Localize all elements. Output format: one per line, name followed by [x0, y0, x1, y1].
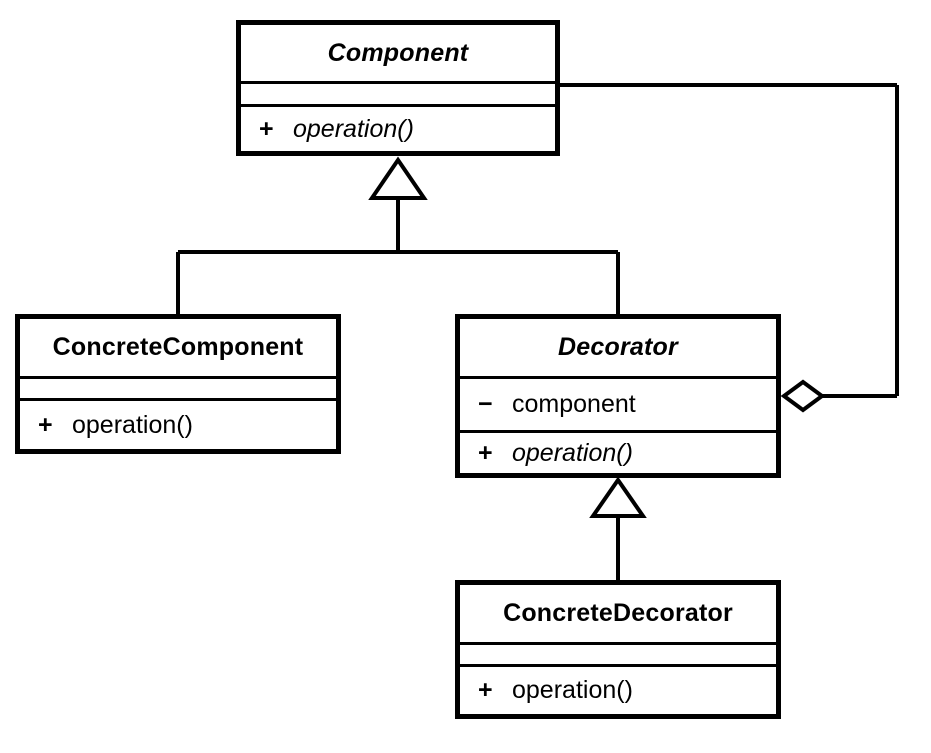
- hollow-triangle-arrowhead: [589, 476, 647, 518]
- class-name-compartment-concrete-component: ConcreteComponent: [20, 319, 336, 379]
- class-box-concrete-decorator[interactable]: ConcreteDecorator + operation(): [455, 580, 781, 719]
- operation-name: operation(): [512, 438, 633, 467]
- class-operations-compartment-concrete-decorator: + operation(): [460, 667, 776, 714]
- operation-visibility: +: [478, 676, 493, 704]
- class-operations-compartment-decorator: + operation(): [460, 433, 776, 473]
- operation-name: operation(): [512, 676, 633, 704]
- hollow-diamond-arrowhead: [780, 379, 826, 413]
- class-box-decorator[interactable]: Decorator − component + operation(): [455, 314, 781, 478]
- class-attributes-compartment-component: [241, 84, 555, 107]
- operation-row: + operation(): [241, 115, 555, 144]
- class-operations-compartment-component: + operation(): [241, 107, 555, 151]
- generalization-edge-to-component: [176, 156, 620, 316]
- class-attributes-compartment-concrete-decorator: [460, 645, 776, 667]
- class-name-compartment-decorator: Decorator: [460, 319, 776, 379]
- class-name-decorator: Decorator: [558, 333, 678, 361]
- class-name-component: Component: [327, 38, 469, 67]
- class-name-concrete-component: ConcreteComponent: [52, 333, 304, 361]
- operation-visibility: +: [478, 438, 493, 467]
- operation-row: + operation(): [460, 439, 776, 468]
- operation-visibility: +: [38, 410, 53, 439]
- class-box-component[interactable]: Component + operation(): [236, 20, 560, 156]
- class-operations-compartment-concrete-component: + operation(): [20, 401, 336, 449]
- class-name-concrete-decorator: ConcreteDecorator: [503, 599, 733, 627]
- generalization-edge-to-decorator: [589, 476, 647, 582]
- operation-visibility: +: [259, 114, 274, 143]
- operation-row: + operation(): [20, 411, 336, 440]
- hollow-triangle-arrowhead: [368, 156, 428, 200]
- operation-name: operation(): [72, 410, 193, 439]
- class-attributes-compartment-concrete-component: [20, 379, 336, 401]
- operation-row: + operation(): [460, 676, 776, 705]
- class-name-compartment-component: Component: [241, 25, 555, 84]
- class-name-compartment-concrete-decorator: ConcreteDecorator: [460, 585, 776, 645]
- operation-name: operation(): [293, 114, 414, 143]
- class-attributes-compartment-decorator: − component: [460, 379, 776, 433]
- attribute-row: − component: [460, 390, 776, 419]
- attribute-name: component: [512, 390, 636, 418]
- class-box-concrete-component[interactable]: ConcreteComponent + operation(): [15, 314, 341, 454]
- attribute-visibility: −: [478, 390, 493, 418]
